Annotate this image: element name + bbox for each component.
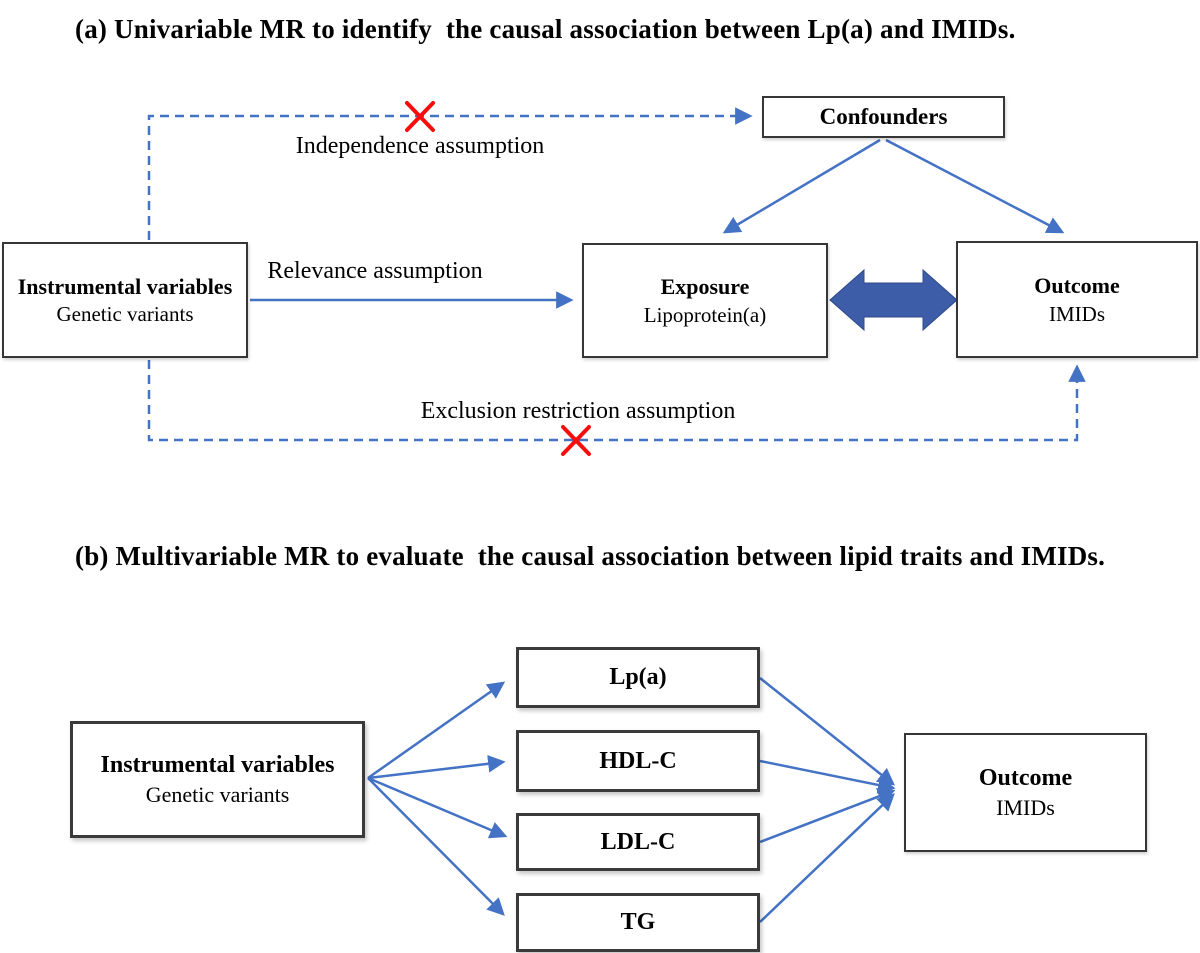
panel-a-title: (a) Univariable MR to identify the causa… — [75, 14, 1016, 44]
iv-to-ldl-arrow — [367, 776, 508, 839]
independence-cross-icon — [405, 101, 435, 132]
genetic-variants-subtitle-b: Genetic variants — [145, 782, 290, 808]
iv-to-hdl-arrow — [367, 755, 506, 780]
ldl-to-outcome-arrow — [759, 788, 896, 844]
exclusion-cross-icon — [561, 425, 591, 456]
instrumental-variables-box-b: Instrumental variables Genetic variants — [70, 721, 365, 838]
exposure-title: Exposure — [660, 274, 750, 299]
ldl-c-label: LDL-C — [600, 828, 676, 855]
iv-to-lpa-arrow — [367, 681, 506, 780]
confounder-to-exposure-arrow — [722, 138, 881, 234]
outcome-subtitle-b: IMIDs — [996, 795, 1055, 821]
iv-to-tg-arrow — [367, 777, 505, 916]
exposure-subtitle: Lipoprotein(a) — [643, 302, 767, 327]
independence-assumption-label: Independence assumption — [295, 133, 545, 159]
hdl-c-label: HDL-C — [599, 747, 677, 774]
instrumental-variables-box-a: Instrumental variables Genetic variants — [2, 242, 248, 358]
hdl-c-box: HDL-C — [516, 730, 760, 792]
independence-dashed-arrow — [147, 107, 753, 240]
confounders-label: Confounders — [819, 104, 948, 129]
outcome-title-a: Outcome — [1034, 273, 1120, 298]
tg-to-outcome-arrow — [759, 793, 895, 923]
exposure-outcome-double-arrow — [829, 268, 958, 332]
ldl-c-box: LDL-C — [516, 813, 760, 871]
exclusion-restriction-assumption-label: Exclusion restriction assumption — [420, 398, 736, 424]
tg-label: TG — [620, 909, 656, 935]
lpa-box: Lp(a) — [516, 647, 760, 708]
exposure-box: Exposure Lipoprotein(a) — [582, 243, 828, 358]
outcome-box-a: Outcome IMIDs — [956, 241, 1198, 358]
relevance-assumption-label: Relevance assumption — [267, 258, 483, 284]
outcome-box-b: Outcome IMIDs — [904, 733, 1147, 852]
genetic-variants-subtitle-a: Genetic variants — [56, 302, 194, 327]
hdl-to-outcome-arrow — [759, 759, 896, 794]
outcome-title-b: Outcome — [978, 765, 1073, 791]
instrumental-variables-title-a: Instrumental variables — [17, 273, 233, 299]
tg-box: TG — [516, 893, 760, 952]
exclusion-dashed-arrow — [147, 360, 1086, 442]
confounders-box: Confounders — [762, 96, 1005, 138]
instrumental-variables-title-b: Instrumental variables — [100, 752, 335, 778]
panel-b-title: (b) Multivariable MR to evaluate the cau… — [75, 541, 1106, 571]
confounder-to-outcome-arrow — [885, 138, 1065, 234]
outcome-subtitle-a: IMIDs — [1049, 301, 1105, 326]
lpa-to-outcome-arrow — [759, 677, 896, 786]
lpa-label: Lp(a) — [609, 664, 667, 690]
